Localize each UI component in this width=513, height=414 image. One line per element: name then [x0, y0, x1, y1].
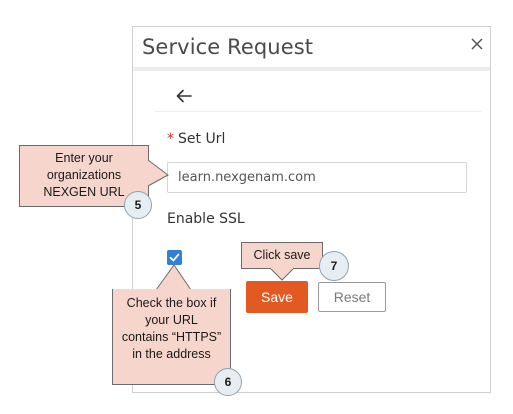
back-arrow-icon[interactable] — [175, 87, 193, 105]
enable-ssl-checkbox[interactable] — [167, 250, 182, 265]
callout-save-pointer — [269, 267, 295, 281]
enable-ssl-label: Enable SSL — [167, 211, 245, 227]
callout-url-pointer — [146, 159, 169, 187]
callout-ssl-pointer — [155, 264, 192, 291]
dialog-title: Service Request — [142, 35, 314, 59]
subheader-divider — [155, 111, 481, 112]
header-divider — [133, 67, 490, 71]
callout-click-save: Click save — [241, 242, 323, 269]
checkmark-icon — [169, 253, 180, 262]
close-icon[interactable] — [469, 36, 485, 52]
step-badge-7: 7 — [319, 251, 349, 281]
callout-click-save-text: Click save — [253, 248, 311, 262]
reset-button[interactable]: Reset — [318, 282, 386, 312]
set-url-label-text: Set Url — [178, 131, 226, 147]
set-url-label: *Set Url — [167, 131, 225, 147]
step-badge-6: 6 — [214, 368, 242, 396]
url-input[interactable] — [167, 162, 467, 193]
callout-check-ssl: Check the box if your URL contains “HTTP… — [112, 289, 231, 385]
save-button[interactable]: Save — [246, 281, 308, 313]
required-marker: * — [167, 131, 174, 147]
callout-check-ssl-text: Check the box if your URL contains “HTTP… — [121, 296, 222, 361]
step-badge-5: 5 — [124, 191, 152, 219]
callout-enter-url-text: Enter your organizations NEXGEN URL — [43, 151, 125, 199]
dialog-header: Service Request — [133, 27, 490, 67]
